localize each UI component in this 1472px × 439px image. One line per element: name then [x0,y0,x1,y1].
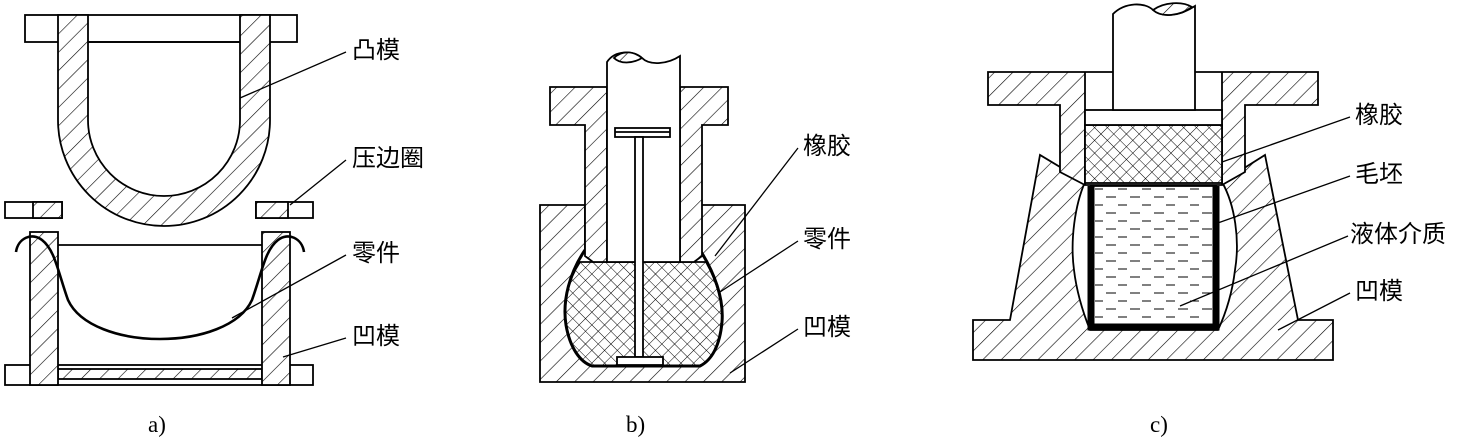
leader-b-die [729,328,799,374]
figure-b: 橡胶 零件 凹模 b) [539,51,851,437]
leader-a-punch [239,51,347,99]
label-a-part: 零件 [352,239,400,267]
punch-c-break [1151,2,1194,16]
ejector-b-bottom-plate [616,356,664,366]
part-b [563,249,724,368]
leader-a-part [231,254,347,319]
caption-b: b) [626,412,645,437]
leader-c-rubber [1221,116,1351,163]
rubber-c [1084,124,1223,184]
label-c-liquid: 液体介质 [1350,220,1446,248]
blank-holder-a-left-hatch [32,201,63,219]
leader-a-blank-holder [289,159,347,206]
liquid-medium-c [1095,187,1212,325]
punch-b-break [612,51,644,64]
leader-c-die [1277,292,1351,331]
leader-b-part [719,240,799,293]
label-c-die: 凹模 [1355,277,1403,305]
punch-a-cup [57,14,271,227]
punch-c [1112,3,1196,111]
figure-a: 凸模 压边圈 零件 凹模 a) [4,14,424,437]
blank-c [1087,186,1220,331]
leader-c-blank [1214,175,1351,225]
pad-c [1084,109,1223,126]
leader-a-die [282,337,347,358]
caption-c: c) [1150,412,1168,437]
figure-c: 橡胶 毛坯 液体介质 凹模 c) [972,2,1446,437]
die-a-base-strip [57,368,263,380]
leader-c-liquid [1179,235,1349,307]
label-b-part: 零件 [803,225,851,253]
label-a-die: 凹模 [352,322,400,350]
part-a [14,235,306,341]
label-b-die: 凹模 [803,313,851,341]
label-b-rubber: 橡胶 [803,132,851,160]
blank-holder-a-right-hatch [255,201,289,219]
die-a-right-wall [261,231,291,386]
caption-a: a) [148,412,166,437]
label-c-rubber: 橡胶 [1355,101,1403,129]
leader-b-rubber [714,147,799,257]
label-a-punch: 凸模 [352,36,400,64]
ejector-b-rod [634,136,644,358]
label-c-blank: 毛坯 [1355,160,1403,188]
label-a-blank-holder: 压边圈 [352,144,424,172]
